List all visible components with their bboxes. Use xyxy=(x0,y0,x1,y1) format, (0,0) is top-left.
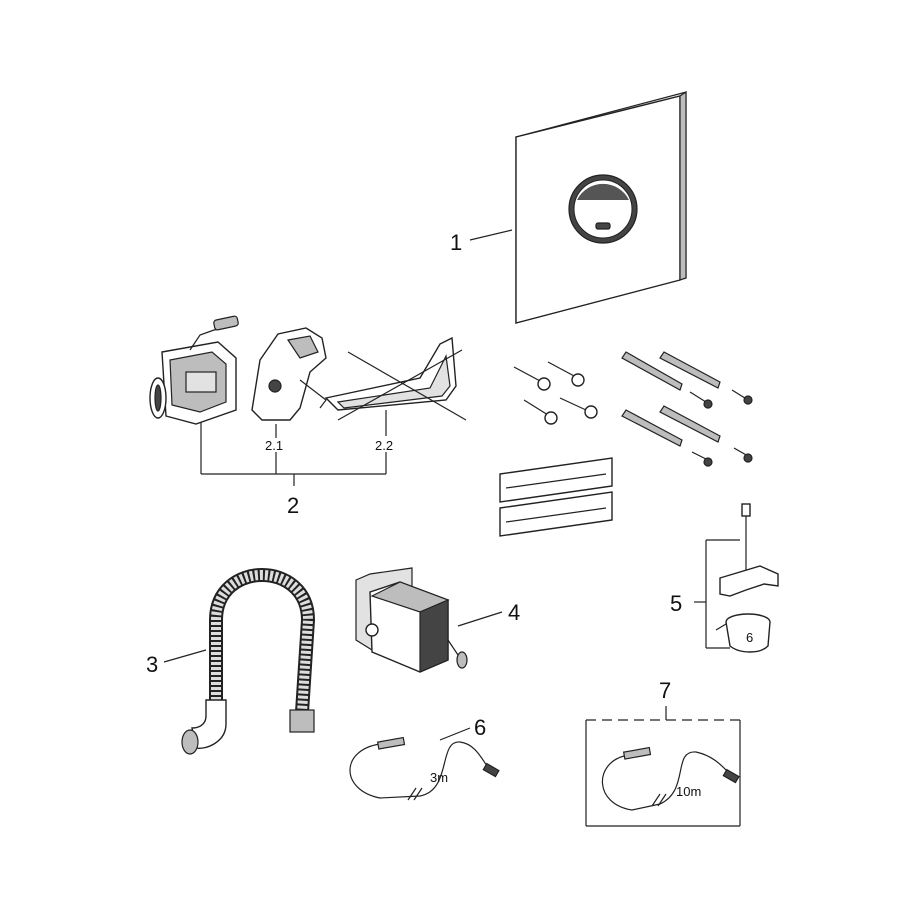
part-6-cable-3m xyxy=(349,736,500,801)
mounting-screws xyxy=(513,361,598,425)
callout-2-2: 2.2 xyxy=(375,438,393,453)
callout-5: 5 xyxy=(670,591,682,616)
leader-1 xyxy=(469,229,513,241)
callout-7: 7 xyxy=(659,678,671,703)
wall-anchors xyxy=(621,351,753,467)
sensor-window xyxy=(595,222,611,230)
part-4-valve-box xyxy=(355,567,468,673)
part-2-1-housing xyxy=(251,327,327,421)
part-7-cable-10m xyxy=(585,706,741,827)
callout-6: 6 xyxy=(474,715,486,740)
part-2-1-frame-box xyxy=(149,315,239,425)
callout-5-size: 6 xyxy=(746,630,753,645)
cable-length-3m: 3m xyxy=(430,770,448,785)
mounting-strips xyxy=(499,457,613,537)
part-2-2-bracket-crossed xyxy=(324,336,467,421)
cable-length-10m: 10m xyxy=(676,784,701,799)
callout-2: 2 xyxy=(287,493,299,518)
part-5-cable-clips xyxy=(715,503,779,653)
callout-3: 3 xyxy=(146,652,158,677)
leader-6 xyxy=(439,727,471,741)
callout-4: 4 xyxy=(508,600,520,625)
callout-2-1: 2.1 xyxy=(265,438,283,453)
part-3-braided-hose xyxy=(181,568,316,755)
callout-1: 1 xyxy=(450,230,462,255)
leader-3 xyxy=(163,649,207,663)
part-1-cover-plate xyxy=(515,90,687,324)
leader-4 xyxy=(457,611,503,627)
